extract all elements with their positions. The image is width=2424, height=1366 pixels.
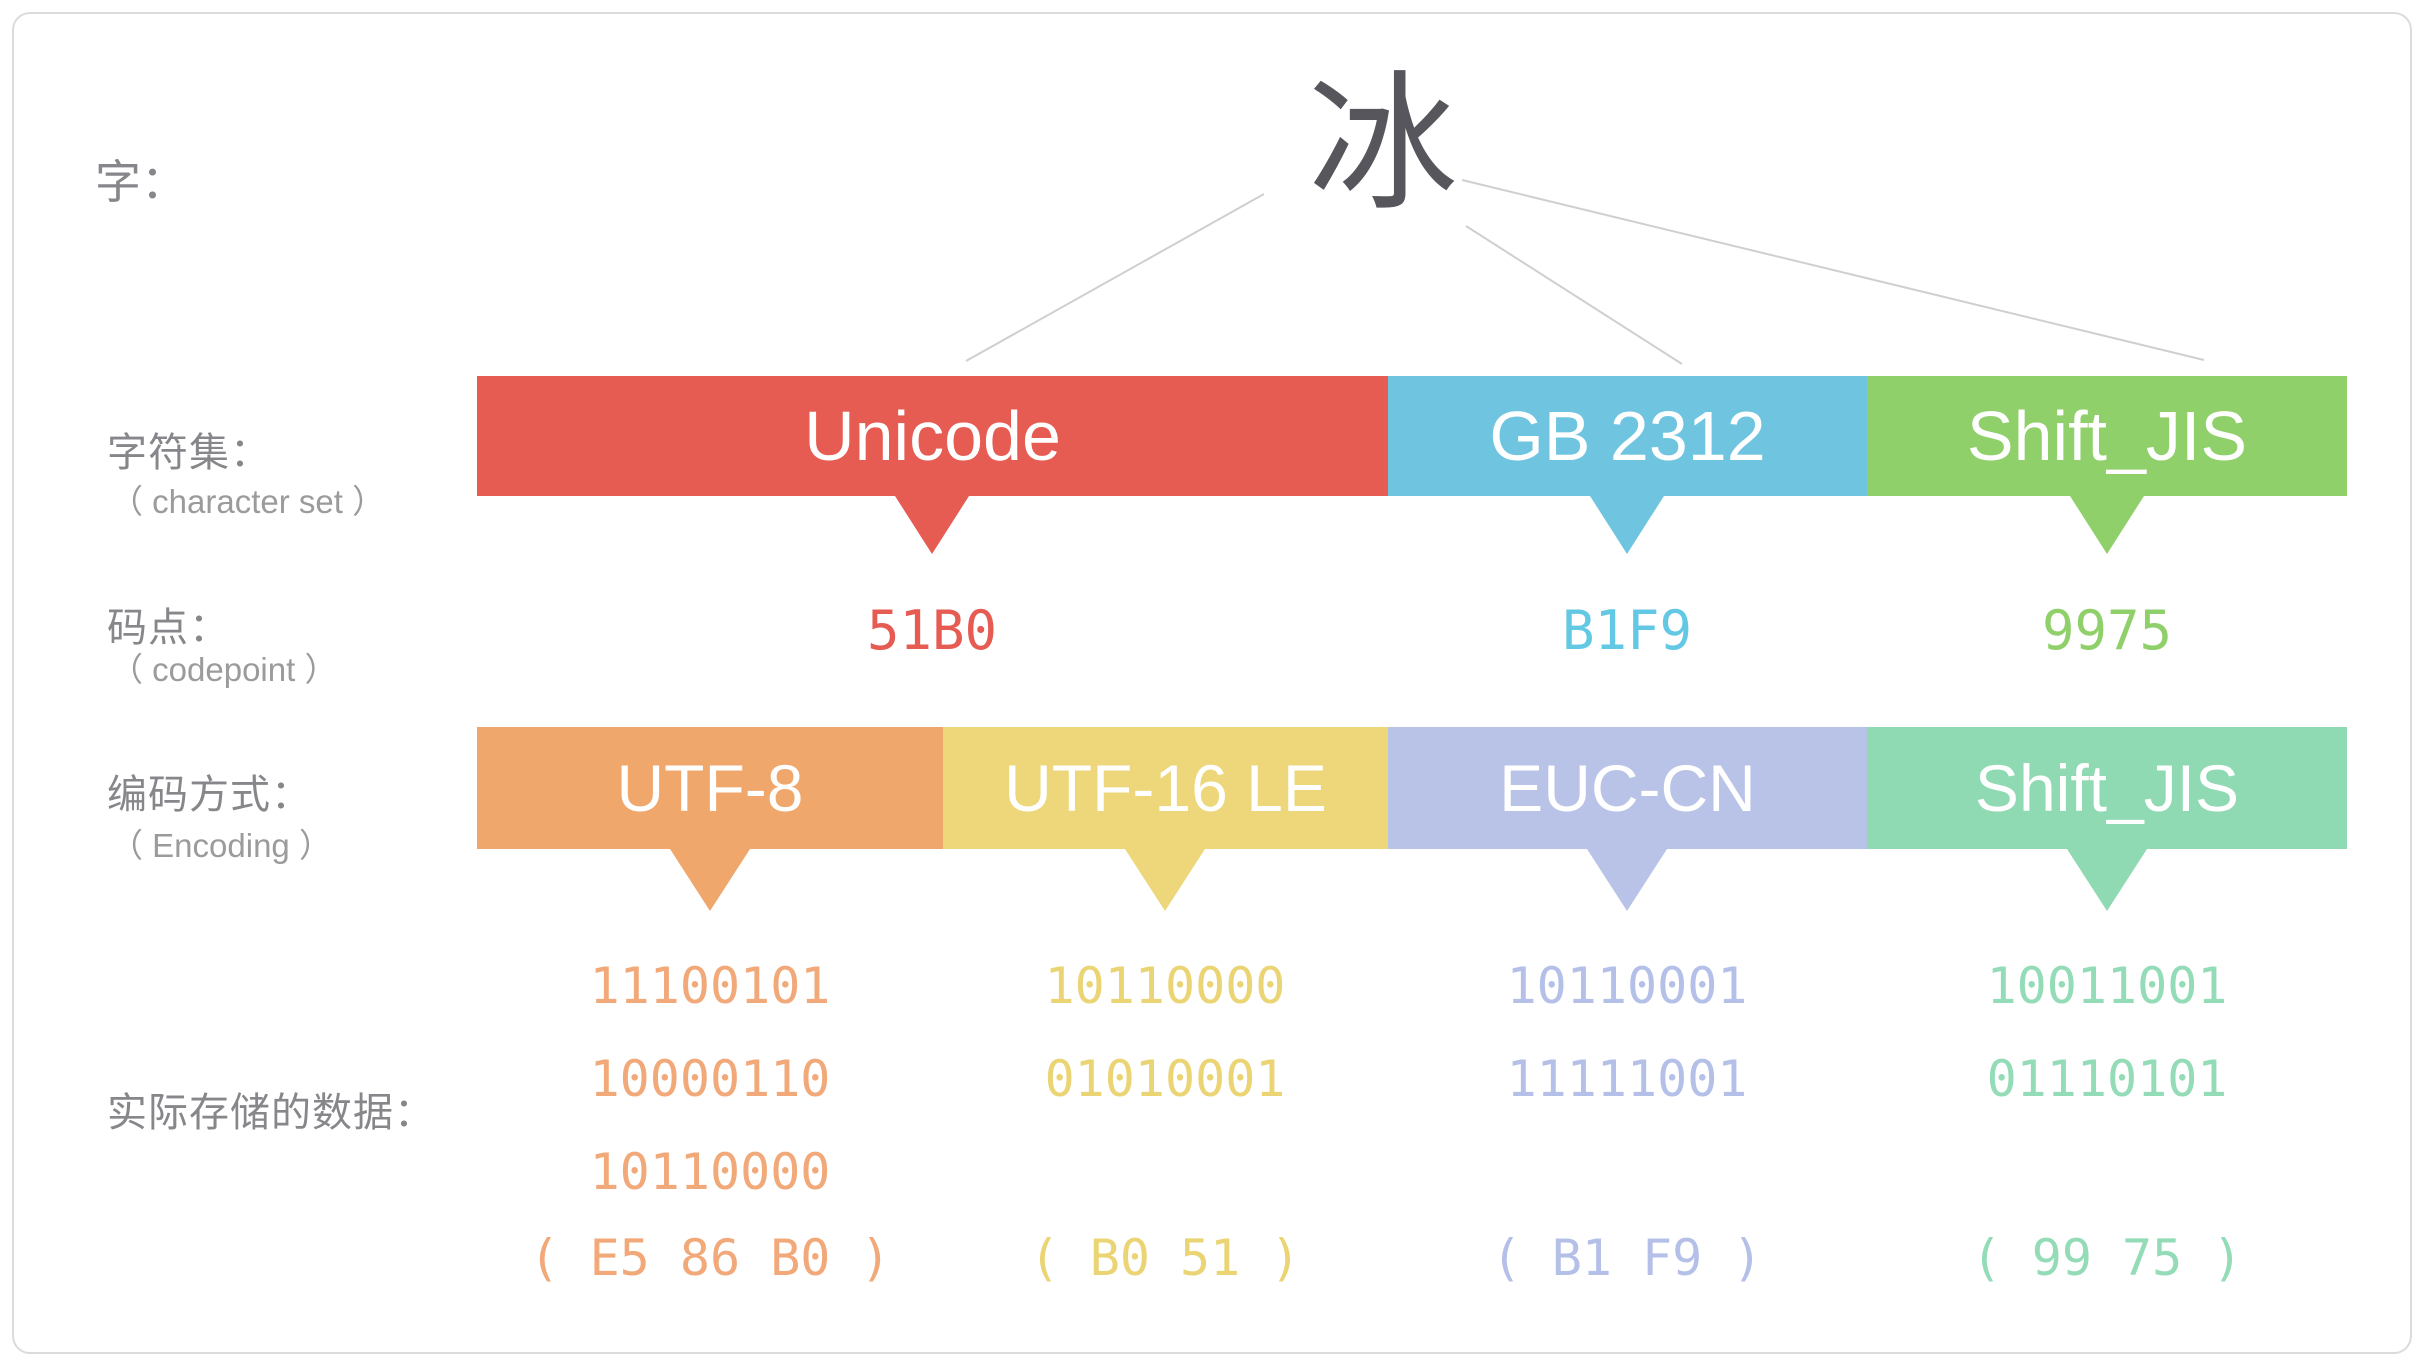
connector-line-shiftjis	[1461, 179, 2205, 361]
charset-label-en: （ character set ）	[110, 483, 386, 520]
storage-utf16le-byte1: 10110000	[1044, 957, 1286, 1015]
storage-utf16le-byte2: 01010001	[1044, 1050, 1286, 1108]
storage-euccn-byte1: 10110001	[1506, 957, 1748, 1015]
storage-utf8-byte3: 10110000	[589, 1143, 831, 1201]
storage-utf8-hex: ( E5 86 B0 )	[529, 1229, 891, 1287]
pointer-unicode-icon	[895, 496, 969, 554]
pointer-utf16le-icon	[1125, 849, 1205, 911]
connector-lines	[965, 179, 2205, 365]
connector-line-unicode	[965, 193, 1265, 362]
pointer-shiftjis-icon	[2070, 496, 2144, 554]
codepoint-label-en: （ codepoint ）	[110, 651, 338, 688]
storage-utf8-byte1: 11100101	[589, 957, 831, 1015]
sample-character: 冰	[1307, 60, 1458, 228]
storage-utf16le-hex: ( B0 51 )	[1029, 1229, 1301, 1287]
encoding-bar-shiftjis: Shift_JIS	[1867, 727, 2347, 849]
charset-bar-unicode: Unicode	[477, 376, 1388, 496]
diagram-card: 字： 冰 字符集： （ character set ） Unicode GB 2…	[12, 12, 2412, 1354]
storage-label-zh: 实际存储的数据：	[107, 1091, 435, 1135]
codepoint-shiftjis: 9975	[2041, 599, 2173, 662]
encoding-label-en: （ Encoding ）	[110, 827, 332, 864]
charset-bar-gb2312: GB 2312	[1388, 376, 1867, 496]
codepoint-label-zh: 码点：	[107, 606, 230, 650]
storage-shiftjis-hex: ( 99 75 )	[1971, 1229, 2243, 1287]
pointer-utf8-icon	[670, 849, 750, 911]
connector-line-gb2312	[1465, 225, 1683, 365]
encoding-label-zh: 编码方式：	[107, 773, 312, 817]
encoding-bar-utf16le: UTF-16 LE	[943, 727, 1388, 849]
pointer-gb2312-icon	[1590, 496, 1664, 554]
charset-label-zh: 字符集：	[107, 431, 271, 475]
storage-shiftjis-byte2: 01110101	[1986, 1050, 2228, 1108]
charset-bar-shiftjis: Shift_JIS	[1867, 376, 2347, 496]
encoding-bar-euccn: EUC-CN	[1388, 727, 1867, 849]
storage-euccn-byte2: 11111001	[1506, 1050, 1748, 1108]
pointer-euccn-icon	[1587, 849, 1667, 911]
storage-shiftjis-byte1: 10011001	[1986, 957, 2228, 1015]
encoding-bar-utf8: UTF-8	[477, 727, 943, 849]
codepoint-unicode: 51B0	[866, 599, 998, 662]
pointer-encshiftjis-icon	[2067, 849, 2147, 911]
codepoint-gb2312: B1F9	[1561, 599, 1693, 662]
storage-euccn-hex: ( B1 F9 )	[1491, 1229, 1763, 1287]
storage-utf8-byte2: 10000110	[589, 1050, 831, 1108]
character-label: 字：	[95, 156, 187, 208]
